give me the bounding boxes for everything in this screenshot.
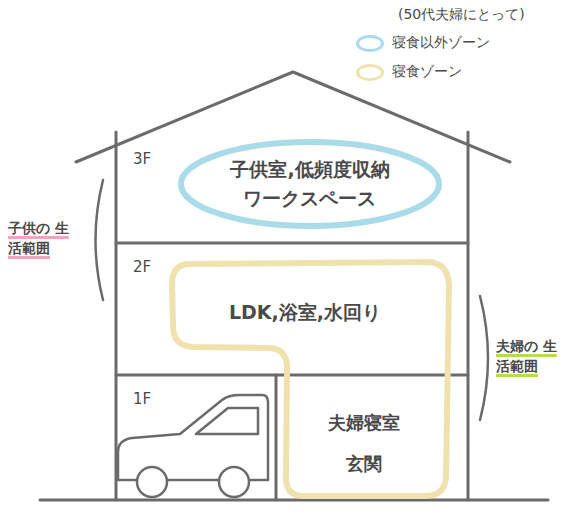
legend-row: 寝食以外ゾーン <box>356 34 490 52</box>
garage-wall <box>275 375 278 500</box>
car-window <box>196 408 258 434</box>
zone-outline <box>178 139 442 229</box>
ground-line <box>40 499 548 502</box>
legend-row: 寝食ゾーン <box>356 63 462 81</box>
floor-label: 1F <box>133 390 151 408</box>
zone-ellipse-stroke <box>181 142 439 226</box>
range-label: 夫婦の 生活範囲 <box>496 336 560 377</box>
zone-text: 夫婦寝室 <box>328 411 400 435</box>
legend-text: 寝食以外ゾーン <box>392 34 490 52</box>
car-wheel <box>219 467 249 497</box>
zone-text: LDK,浴室,水回り <box>229 300 381 326</box>
roof <box>76 72 510 162</box>
zone-l-stroke <box>172 262 449 496</box>
car <box>118 395 268 497</box>
child-range-bracket <box>96 180 104 300</box>
legend-text: 寝食ゾーン <box>392 63 462 81</box>
zone-outline <box>166 254 456 502</box>
zone-ellipse: 子供室,低頻度収納 ワークスペース <box>178 139 442 229</box>
couple-range-bracket <box>480 296 488 420</box>
floor-2f <box>116 374 468 377</box>
floor-label: 3F <box>133 150 151 168</box>
zone-text: 玄関 <box>346 452 382 476</box>
legend-swatch <box>356 64 384 81</box>
legend-swatch <box>356 35 384 52</box>
car-wheel <box>137 467 167 497</box>
legend-heading: (50代夫婦にとって) <box>398 6 525 24</box>
floor-label: 2F <box>133 258 151 276</box>
right-wall <box>467 132 470 500</box>
left-wall <box>115 132 118 500</box>
zone-text: 子供室,低頻度収納 ワークスペース <box>219 155 401 214</box>
floor-3f <box>116 242 468 245</box>
range-label: 子供の 生活範囲 <box>8 218 72 259</box>
zone-l-shape: LDK,浴室,水回り夫婦寝室玄関 <box>166 254 456 502</box>
